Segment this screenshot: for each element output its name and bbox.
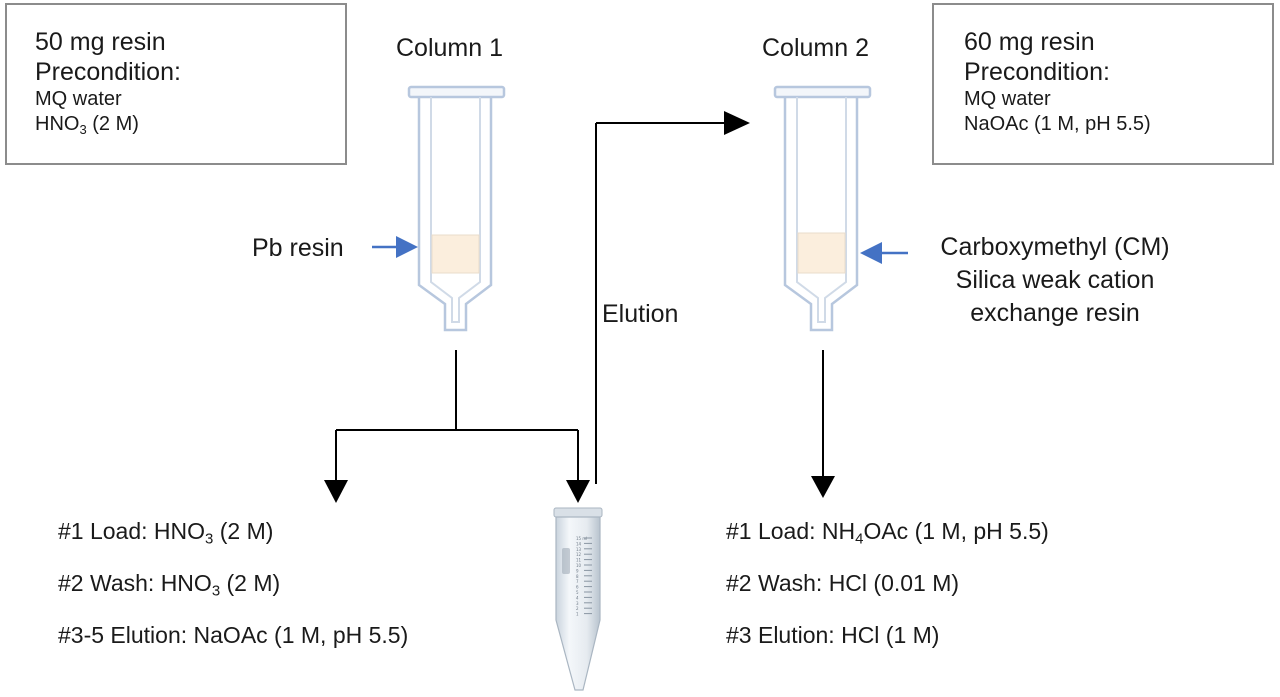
- tube-graduation-label: 13: [576, 547, 582, 552]
- elution-transfer-line: [595, 122, 730, 484]
- cm-resin-pointer-arrow: [860, 242, 908, 264]
- column-1-precondition-item-2: HNO3 (2 M): [35, 113, 139, 137]
- tube-graduation-label: 2: [576, 606, 579, 611]
- pb-resin-bed: [431, 234, 480, 274]
- tube-graduation-label: 9: [576, 568, 579, 573]
- tube-graduation-label: 5: [576, 590, 579, 595]
- flow-arrowhead-to-tube: [566, 480, 590, 503]
- column-1-info-box: 50 mg resin Precondition: MQ water HNO3 …: [5, 3, 347, 165]
- column-1-title: Column 1: [396, 34, 503, 62]
- column-1-step-load: #1 Load: HNO3 (2 M): [58, 518, 274, 548]
- tube-graduation-label: 10: [576, 563, 582, 568]
- pb-resin-pointer-arrow: [372, 236, 418, 258]
- column-1-precondition-item-1: MQ water: [35, 88, 122, 110]
- tube-graduation-label: 15 ml: [576, 536, 587, 541]
- column-2-step-wash: #2 Wash: HCl (0.01 M): [726, 570, 960, 596]
- column-2-info-box: 60 mg resin Precondition: MQ water NaOAc…: [932, 3, 1274, 165]
- column-2-syringe: [773, 85, 872, 332]
- tube-graduation-label: 1: [576, 612, 579, 617]
- column-1-split-flow: [335, 350, 579, 482]
- column-2-precondition-item-2: NaOAc (1 M, pH 5.5): [964, 113, 1151, 135]
- tube-graduation-label: 7: [576, 579, 579, 584]
- column-2-resin-mass: 60 mg resin: [964, 28, 1095, 56]
- tube-graduation-label: 3: [576, 601, 579, 606]
- tube-graduation-label: 6: [576, 585, 579, 590]
- column-1-syringe: [407, 85, 506, 332]
- elution-label: Elution: [602, 300, 679, 328]
- column-2-step-elution: #3 Elution: HCl (1 M): [726, 622, 940, 648]
- column-1-step-elution: #3-5 Elution: NaOAc (1 M, pH 5.5): [58, 622, 409, 648]
- column-2-precondition-item-1: MQ water: [964, 88, 1051, 110]
- column-1-resin-mass: 50 mg resin: [35, 28, 166, 56]
- flow-arrowhead-to-waste: [324, 480, 348, 503]
- tube-graduation-label: 14: [576, 541, 582, 546]
- elution-arrowhead-to-column-2: [724, 111, 750, 135]
- tube-graduation-label: 12: [576, 552, 582, 557]
- pb-resin-label: Pb resin: [252, 234, 344, 262]
- column-1-step-wash: #2 Wash: HNO3 (2 M): [58, 570, 281, 600]
- column-2-precondition-heading: Precondition:: [964, 58, 1110, 86]
- column-2-title: Column 2: [762, 34, 869, 62]
- cm-resin-bed: [797, 232, 846, 274]
- tube-graduation-label: 8: [576, 574, 579, 579]
- column-1-precondition-heading: Precondition:: [35, 58, 181, 86]
- tube-graduation-label: 11: [576, 558, 582, 563]
- column-2-step-load: #1 Load: NH4OAc (1 M, pH 5.5): [726, 518, 1049, 548]
- column-2-flow-arrowhead: [811, 476, 835, 498]
- cm-resin-label: Carboxymethyl (CM) Silica weak cation ex…: [940, 233, 1170, 327]
- tube-graduation-label: 4: [576, 595, 579, 600]
